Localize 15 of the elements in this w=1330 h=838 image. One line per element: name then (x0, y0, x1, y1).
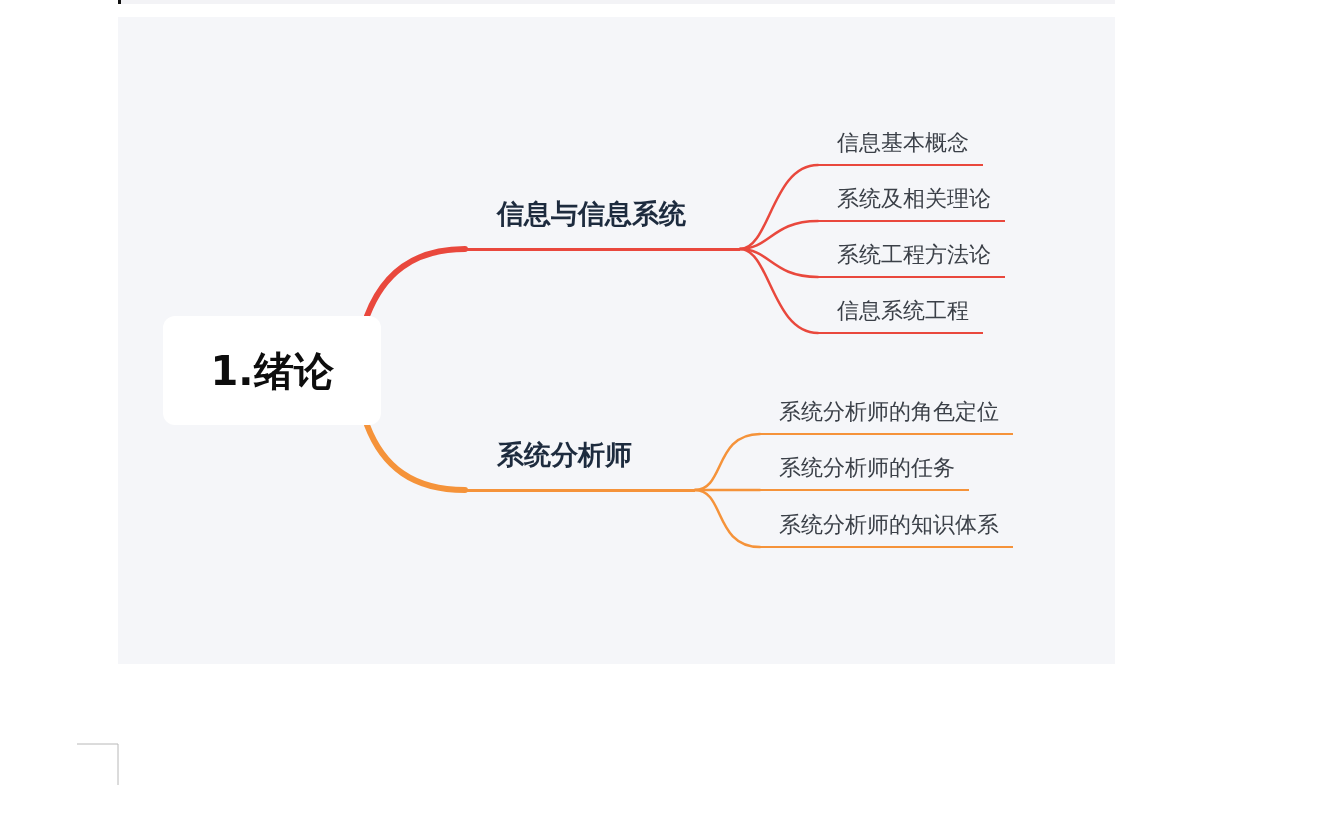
branch-connector (738, 247, 820, 335)
subtopic-text: 系统分析师的知识体系 (779, 511, 999, 539)
branch-topic-text: 信息与信息系统 (497, 198, 686, 231)
subtopic-text: 系统及相关理论 (837, 185, 991, 213)
branch-connector (693, 488, 762, 549)
branch-connector (364, 246, 468, 319)
central-topic-text: 1.绪论 (210, 346, 334, 395)
central-topic-box (163, 316, 381, 425)
subtopic-text: 系统工程方法论 (837, 241, 991, 269)
branch-topic-text: 系统分析师 (497, 439, 632, 472)
subtopic-text: 信息系统工程 (837, 297, 969, 325)
subtopic-text: 系统分析师的任务 (779, 454, 955, 482)
branch-connector (364, 422, 468, 493)
subtopic-text: 系统分析师的角色定位 (779, 398, 999, 426)
subtopic-text: 信息基本概念 (837, 129, 969, 157)
